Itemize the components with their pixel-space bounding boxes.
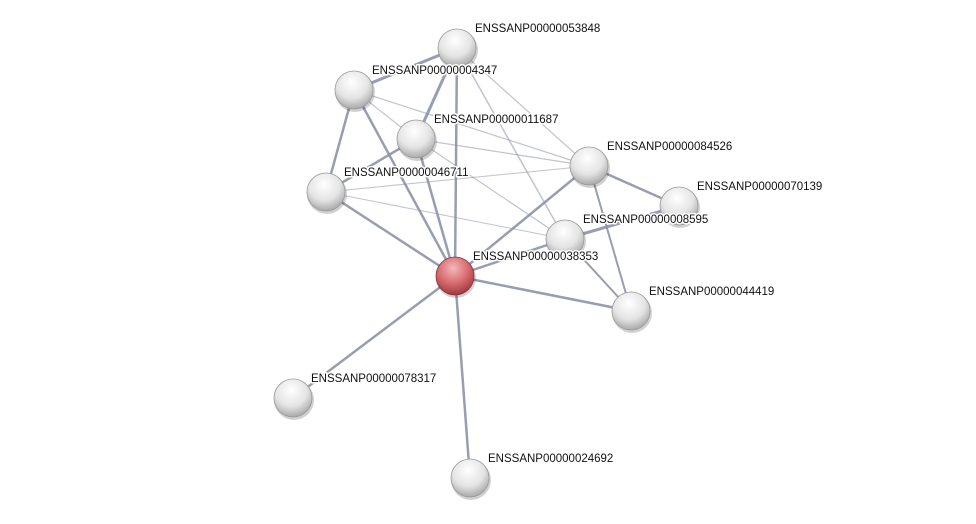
protein-node[interactable] <box>450 458 490 498</box>
edge-A-G[interactable] <box>456 47 566 240</box>
edge-H-K[interactable] <box>453 275 472 479</box>
edge-E-G[interactable] <box>325 191 566 240</box>
edge-E-H[interactable] <box>325 190 456 278</box>
protein-node[interactable] <box>611 291 651 331</box>
edge-C-G[interactable] <box>415 138 566 240</box>
node-label: ENSSANP00000053848 <box>475 23 600 35</box>
edge-D-H[interactable] <box>454 165 590 277</box>
query-protein-node[interactable] <box>435 256 475 296</box>
protein-node[interactable] <box>569 146 609 186</box>
edge-C-D[interactable] <box>415 138 590 167</box>
edge-A-D[interactable] <box>456 47 590 167</box>
node-label: ENSSANP00000024692 <box>488 453 613 465</box>
edge-layer <box>292 46 680 479</box>
node-label: ENSSANP00000044419 <box>649 286 774 298</box>
node-layer <box>273 28 700 500</box>
edge-A-H[interactable] <box>453 47 459 277</box>
protein-node[interactable] <box>437 28 477 68</box>
node-label: ENSSANP00000004347 <box>372 65 497 77</box>
edge-H-I[interactable] <box>454 274 632 313</box>
protein-node[interactable] <box>334 70 374 110</box>
protein-node[interactable] <box>659 186 699 226</box>
protein-node[interactable] <box>396 119 436 159</box>
edge-C-H[interactable] <box>414 138 457 277</box>
node-label: ENSSANP00000011687 <box>434 114 558 126</box>
edge-B-H[interactable] <box>352 89 457 277</box>
edge-H-J[interactable] <box>292 275 456 399</box>
node-label: ENSSANP00000008595 <box>583 214 708 226</box>
label-layer: ENSSANP00000053848ENSSANP00000004347ENSS… <box>310 22 824 467</box>
edge-B-D[interactable] <box>353 89 590 167</box>
node-label: ENSSANP00000078317 <box>311 373 436 385</box>
protein-node[interactable] <box>306 172 346 212</box>
node-label: ENSSANP00000070139 <box>697 181 822 193</box>
protein-node[interactable] <box>545 219 585 259</box>
node-label: ENSSANP00000038353 <box>473 251 598 263</box>
protein-node[interactable] <box>273 378 313 418</box>
edge-E-D[interactable] <box>325 165 590 193</box>
edge-G-F[interactable] <box>564 204 680 241</box>
node-label: ENSSANP00000046711 <box>344 167 468 179</box>
edge-D-I[interactable] <box>588 165 632 312</box>
node-label: ENSSANP00000084526 <box>607 141 732 153</box>
